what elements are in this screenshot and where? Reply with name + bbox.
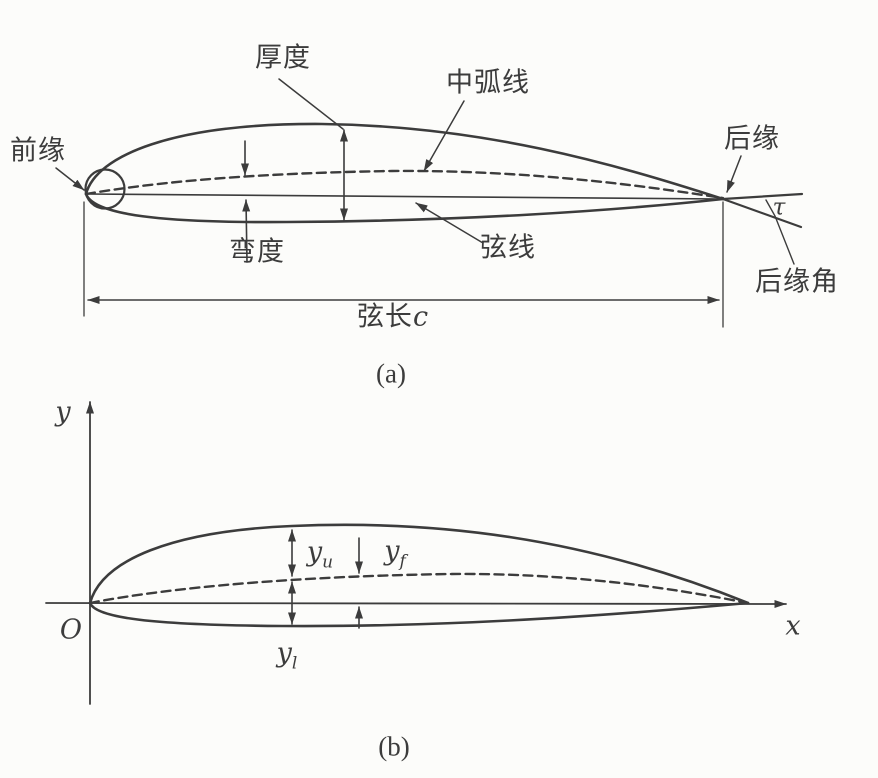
tau-angle-symbol: τ bbox=[772, 194, 786, 221]
panel-a-caption: (a) bbox=[376, 358, 406, 389]
leading-edge-leader bbox=[55, 167, 85, 191]
panel-b-caption: (b) bbox=[378, 731, 410, 762]
chord-length-label: 弦长c bbox=[356, 301, 430, 333]
trailing-edge-leader bbox=[726, 155, 742, 193]
mean-camber-line-leader bbox=[423, 100, 465, 172]
yl-ordinate-label: yl bbox=[277, 640, 298, 673]
x-axis bbox=[45, 599, 787, 608]
mean-camber-line-a bbox=[84, 169, 725, 200]
trailing-edge-angle-label: 后缘角 bbox=[755, 266, 839, 297]
yu-subscript: u bbox=[322, 552, 334, 573]
chord-length-text: 弦长 bbox=[356, 301, 413, 332]
te-lower-tangent-extension bbox=[721, 197, 803, 229]
leading-edge-radius-circle bbox=[84, 168, 126, 210]
panel-b-coordinate-diagram bbox=[45, 401, 787, 705]
trailing-edge-label: 后缘 bbox=[724, 123, 780, 154]
lower-surface-curve-a bbox=[84, 192, 725, 224]
yf-subscript: f bbox=[399, 551, 406, 572]
trailing-edge-angle-leader bbox=[765, 199, 795, 265]
upper-surface-curve-a bbox=[84, 122, 725, 201]
yu-base: y bbox=[306, 536, 323, 568]
y-axis-label: y bbox=[55, 396, 71, 428]
te-upper-tangent-extension bbox=[721, 192, 804, 201]
chord-line-a bbox=[85, 193, 724, 200]
yu-ordinate-label: yu bbox=[307, 539, 333, 572]
panel-a-airfoil-diagram bbox=[55, 78, 804, 328]
chord-line-leader bbox=[415, 202, 484, 244]
mean-camber-line-b bbox=[88, 572, 750, 605]
thickness-label: 厚度 bbox=[255, 42, 311, 73]
yf-ordinate-label: yf bbox=[384, 538, 406, 571]
camber-arrow-lower bbox=[242, 199, 251, 263]
chord-line-label: 弦线 bbox=[480, 232, 536, 263]
chord-length-variable: c bbox=[412, 301, 430, 333]
yl-subscript: l bbox=[291, 653, 298, 674]
upper-surface-curve-b bbox=[88, 523, 750, 605]
camber-label: 弯度 bbox=[229, 236, 285, 267]
leading-edge-label: 前缘 bbox=[10, 135, 66, 166]
thickness-leader bbox=[278, 78, 344, 130]
origin-label: O bbox=[59, 614, 83, 646]
lower-surface-curve-b bbox=[88, 601, 750, 628]
mean-camber-line-label: 中弧线 bbox=[446, 67, 530, 98]
yf-base: y bbox=[384, 535, 400, 567]
yl-base: y bbox=[276, 637, 292, 669]
x-axis-label: x bbox=[785, 610, 801, 642]
